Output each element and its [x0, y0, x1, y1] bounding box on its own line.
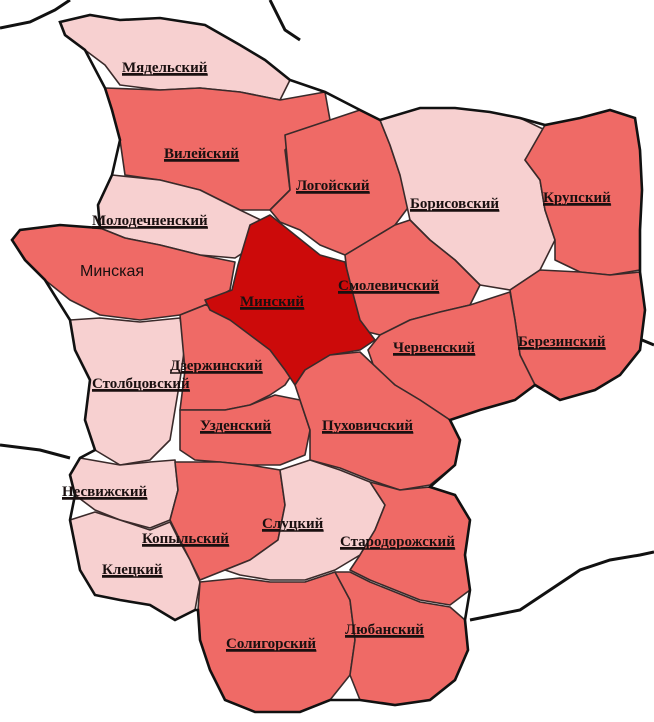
- label-slutsk: Слуцкий: [262, 516, 324, 532]
- neighbor-borders: [0, 0, 654, 622]
- label-stolbtsy: Столбцовский: [92, 376, 190, 392]
- label-logoisk: Логойский: [296, 178, 370, 194]
- label-cherven: Червенский: [393, 340, 475, 356]
- label-kletsk: Клецкий: [102, 562, 163, 578]
- label-nesvizh: Несвижский: [62, 484, 147, 500]
- district-myadel: [59, 14, 291, 101]
- district-labels: Мядельский Вилейский Логойский Борисовск…: [62, 60, 612, 652]
- region-outline: [10, 13, 647, 714]
- label-smolevichi: Смолевичский: [338, 278, 439, 294]
- label-krupki: Крупский: [543, 190, 611, 206]
- label-berezino: Березинский: [518, 334, 606, 350]
- border-northeast: [268, 0, 301, 42]
- district-uzda: [179, 394, 311, 466]
- label-kopyl: Копыльский: [142, 531, 229, 547]
- label-soligorsk: Солигорский: [226, 636, 316, 652]
- label-vileika: Вилейский: [164, 146, 239, 162]
- border-northwest: [0, 0, 71, 30]
- label-myadel: Мядельский: [122, 60, 208, 76]
- label-dzerzhinsk: Дзержинский: [170, 358, 263, 374]
- districts: [11, 14, 646, 713]
- label-uzda: Узденский: [200, 418, 271, 434]
- border-southeast: [469, 550, 654, 622]
- border-west: [0, 443, 71, 460]
- border-east: [641, 338, 654, 347]
- label-borisov: Борисовский: [410, 196, 499, 212]
- label-molodechno: Молодечненский: [92, 213, 208, 229]
- label-minsk: Минский: [240, 294, 304, 310]
- label-starye-dorogi: Стародорожский: [340, 534, 455, 550]
- label-pukhovichi: Пуховичский: [322, 418, 413, 434]
- label-lyuban: Любанский: [345, 622, 424, 638]
- label-region: Минская: [80, 263, 144, 280]
- district-slutsk: [224, 459, 386, 581]
